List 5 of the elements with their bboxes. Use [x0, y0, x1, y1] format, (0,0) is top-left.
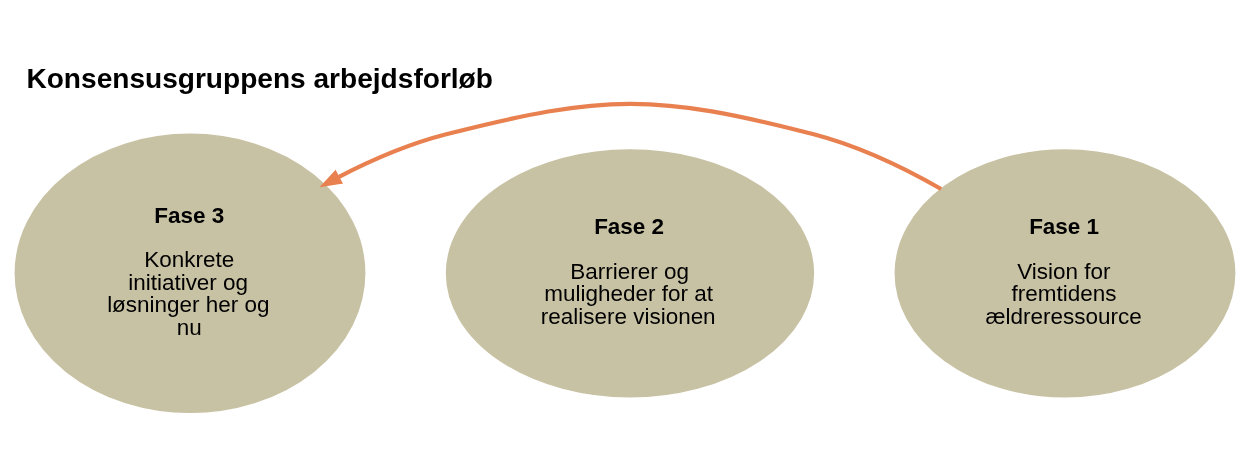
node-ellipse: Fase 2 Barrierer og muligheder for at realisere visionen	[445, 148, 815, 397]
arrow	[319, 101, 943, 191]
node-ellipse: Fase 3 Konkrete initiativer og løsninger her og nu	[14, 133, 366, 413]
node-ellipse: Fase 1 Vision for fremtidens ældreressource	[894, 148, 1236, 397]
diagram-title: Konsensusgruppens arbejdsforløb	[26, 62, 493, 94]
